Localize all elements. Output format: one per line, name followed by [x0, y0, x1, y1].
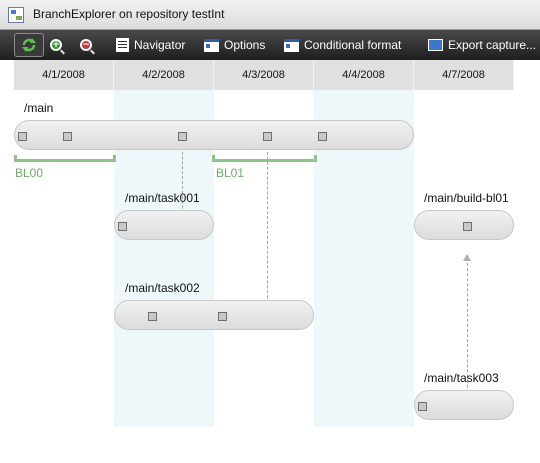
day-stripe	[114, 60, 214, 427]
changeset[interactable]	[463, 222, 472, 231]
branch-explorer-app-icon	[8, 7, 24, 23]
branch-task001[interactable]	[114, 210, 214, 240]
changeset[interactable]	[263, 132, 272, 141]
date-header: 4/1/2008	[14, 60, 114, 90]
merge-link-line	[467, 258, 468, 408]
date-header: 4/2/2008	[114, 60, 214, 90]
options-button[interactable]: Options	[204, 33, 265, 57]
conditional-format-label: Conditional format	[304, 38, 402, 52]
label-bl01[interactable]: BL01	[216, 166, 245, 180]
changeset[interactable]	[178, 132, 187, 141]
branch-task003[interactable]	[414, 390, 514, 420]
branch-label-task001: /main/task001	[125, 191, 200, 205]
changeset[interactable]	[318, 132, 327, 141]
date-header: 4/4/2008	[314, 60, 414, 90]
changeset[interactable]	[218, 312, 227, 321]
conditional-format-button[interactable]: Conditional format	[284, 33, 401, 57]
branch-label-task002: /main/task002	[125, 281, 200, 295]
zoom-out-icon: −	[80, 39, 92, 51]
merge-link-line	[267, 142, 268, 318]
zoom-in-button[interactable]: +	[50, 33, 70, 57]
toolbar: + − Navigator Options Conditional format…	[0, 30, 540, 60]
day-stripe	[314, 60, 414, 427]
conditional-format-icon	[284, 38, 299, 52]
navigator-label: Navigator	[134, 38, 186, 52]
options-icon	[204, 38, 219, 52]
navigator-button[interactable]: Navigator	[116, 33, 185, 57]
export-capture-icon	[428, 39, 443, 51]
changeset[interactable]	[63, 132, 72, 141]
date-header: 4/3/2008	[214, 60, 314, 90]
branch-label-task003: /main/task003	[424, 371, 499, 385]
changeset[interactable]	[118, 222, 127, 231]
branch-label-main: /main	[24, 101, 54, 115]
changeset[interactable]	[18, 132, 27, 141]
refresh-button[interactable]	[14, 33, 44, 57]
branch-label-build-bl01: /main/build-bl01	[424, 191, 509, 205]
label-bl00[interactable]: BL00	[15, 166, 44, 180]
branch-main[interactable]	[14, 120, 414, 150]
zoom-in-icon: +	[50, 39, 62, 51]
merge-link-line	[182, 142, 183, 228]
changeset[interactable]	[418, 402, 427, 411]
export-capture-label: Export capture...	[448, 38, 537, 52]
label-bracket-bl00	[14, 155, 116, 162]
branch-explorer-canvas[interactable]: 4/1/2008 4/2/2008 4/3/2008 4/4/2008 4/7/…	[0, 60, 540, 463]
zoom-out-button[interactable]: −	[80, 33, 100, 57]
date-header: 4/7/2008	[414, 60, 514, 90]
changeset[interactable]	[148, 312, 157, 321]
label-bracket-bl01	[212, 155, 317, 162]
branch-task002[interactable]	[114, 300, 314, 330]
merge-link-arrow	[463, 254, 471, 261]
navigator-icon	[116, 38, 129, 52]
options-label: Options	[224, 38, 266, 52]
title-bar: BranchExplorer on repository testInt	[0, 0, 540, 30]
refresh-icon	[22, 38, 36, 52]
export-capture-button[interactable]: Export capture...	[428, 33, 536, 57]
window-title: BranchExplorer on repository testInt	[33, 7, 225, 21]
